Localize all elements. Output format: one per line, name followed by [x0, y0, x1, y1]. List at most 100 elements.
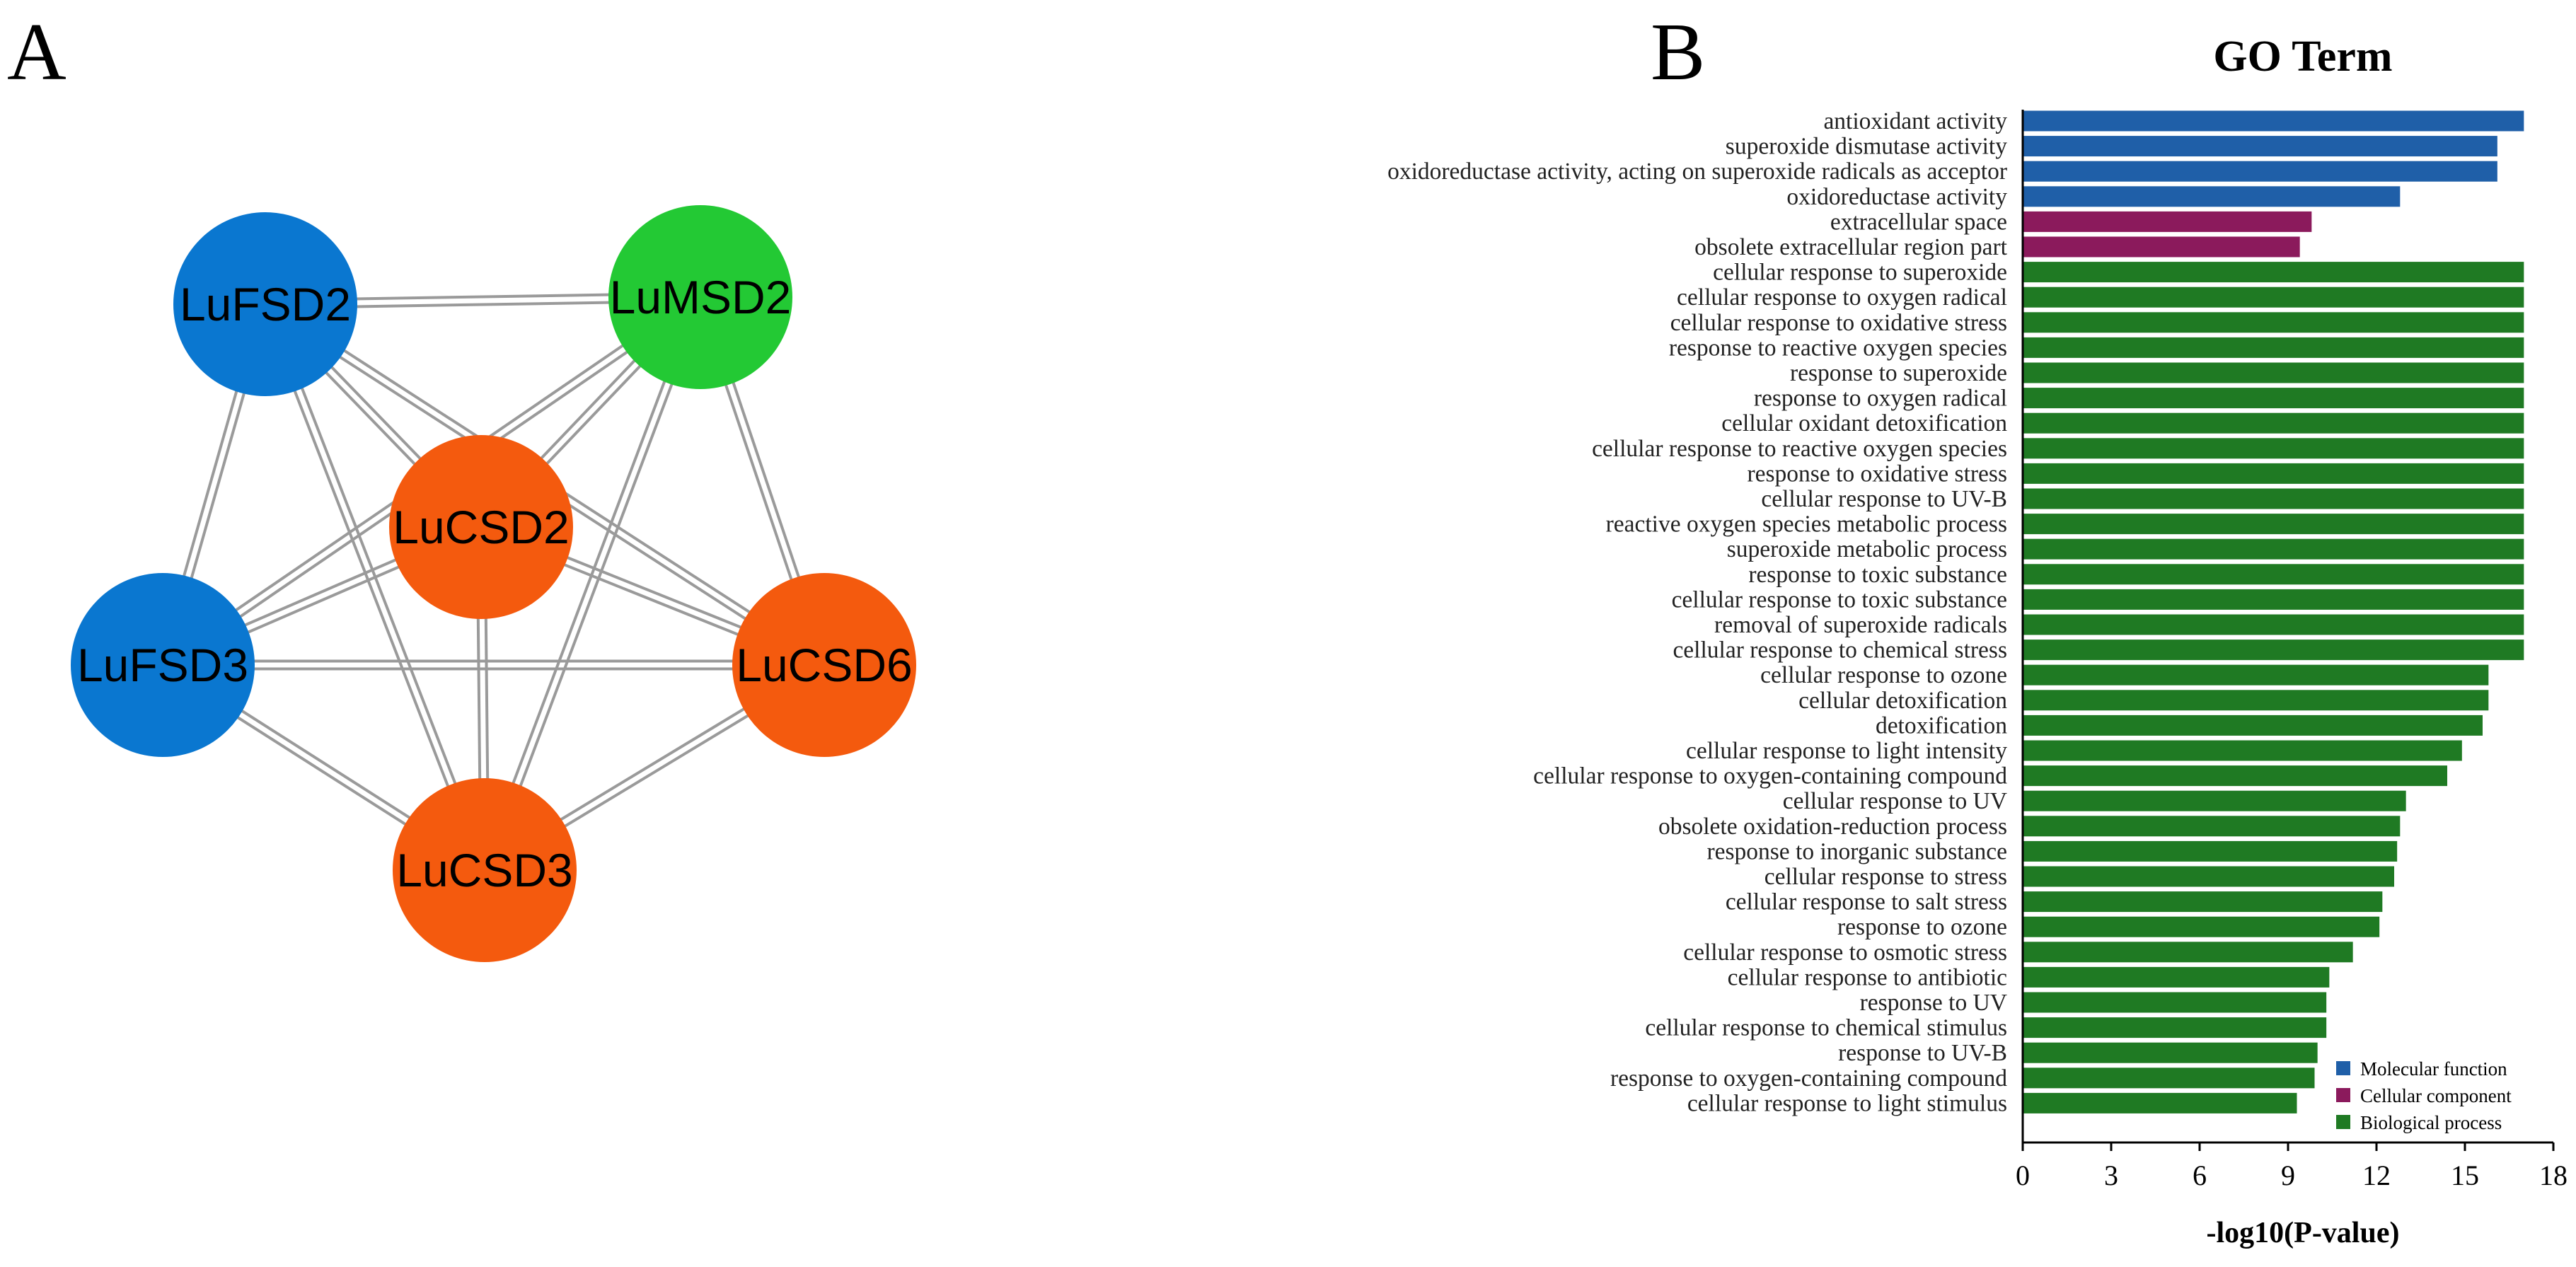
edge-line	[487, 298, 706, 872]
term-label: cellular response to oxidative stress	[1670, 310, 2007, 336]
node-label: LuCSD2	[393, 501, 569, 553]
bar-7	[2023, 287, 2524, 308]
x-tick-label: 3	[2104, 1159, 2118, 1191]
node-label: LuFSD3	[77, 639, 248, 691]
node-lumsd2: LuMSD2	[608, 205, 792, 389]
node-label: LuCSD3	[396, 844, 572, 896]
term-label: response to oxygen radical	[1754, 386, 2007, 412]
term-label: cellular response to UV-B	[1761, 486, 2007, 512]
bar-36	[2023, 1017, 2327, 1039]
bar-24	[2023, 715, 2483, 736]
term-label: cellular response to ozone	[1760, 662, 2007, 688]
node-circle	[173, 212, 357, 396]
term-label: cellular response to reactive oxygen spe…	[1592, 436, 2007, 462]
bar-9	[2023, 337, 2524, 358]
edge-LuFSD2-LuCSD3	[260, 302, 490, 872]
x-tick-label: 0	[2016, 1159, 2030, 1191]
bar-6	[2023, 262, 2524, 283]
bar-34	[2023, 966, 2330, 988]
bar-26	[2023, 765, 2447, 787]
x-tick-label: 9	[2281, 1159, 2295, 1191]
term-label: cellular detoxification	[1798, 688, 2007, 714]
bar-32	[2023, 916, 2380, 937]
x-tick-label: 15	[2451, 1159, 2479, 1191]
legend-swatch	[2336, 1088, 2350, 1102]
x-tick-label: 18	[2539, 1159, 2568, 1191]
bar-18	[2023, 564, 2524, 585]
term-label: superoxide dismutase activity	[1726, 134, 2007, 160]
term-label: superoxide metabolic process	[1727, 536, 2007, 562]
bar-0	[2023, 110, 2524, 132]
bar-5	[2023, 236, 2300, 258]
bar-28	[2023, 816, 2401, 837]
bar-3	[2023, 186, 2401, 207]
term-label: cellular response to superoxide	[1713, 260, 2007, 286]
bar-30	[2023, 866, 2394, 887]
edge-LuFSD3-LuCSD6	[163, 659, 824, 671]
term-label: removal of superoxide radicals	[1714, 612, 2007, 638]
legend-item: Biological process	[2336, 1112, 2502, 1133]
term-label: response to ozone	[1837, 914, 2007, 940]
term-label: response to reactive oxygen species	[1669, 335, 2007, 361]
bar-19	[2023, 589, 2524, 610]
bar-22	[2023, 664, 2489, 685]
bar-12	[2023, 412, 2524, 434]
bar-2	[2023, 161, 2497, 182]
legend-label: Molecular function	[2360, 1058, 2507, 1080]
term-label: response to UV	[1860, 990, 2007, 1016]
term-label: cellular response to chemical stimulus	[1645, 1015, 2007, 1041]
bar-33	[2023, 942, 2353, 963]
term-label: cellular response to chemical stress	[1673, 637, 2007, 664]
term-label: cellular response to osmotic stress	[1683, 939, 2007, 966]
term-label: cellular response to toxic substance	[1672, 586, 2007, 613]
node-label: LuFSD2	[180, 278, 351, 330]
chart-title: GO Term	[2213, 33, 2392, 81]
legend-label: Biological process	[2360, 1112, 2502, 1133]
x-axis-label: -log10(P-value)	[2207, 1217, 2400, 1249]
bar-series	[2023, 110, 2524, 1113]
bar-11	[2023, 388, 2524, 409]
bar-35	[2023, 992, 2327, 1013]
bar-39	[2023, 1092, 2297, 1113]
x-tick-label: 12	[2362, 1159, 2391, 1191]
term-label: cellular response to light stimulus	[1687, 1090, 2007, 1116]
bar-4	[2023, 211, 2312, 232]
bar-31	[2023, 891, 2383, 913]
term-label: response to oxygen-containing compound	[1610, 1065, 2007, 1092]
node-lufsd2: LuFSD2	[173, 212, 357, 396]
node-lucsd2: LuCSD2	[389, 435, 573, 619]
bar-29	[2023, 840, 2398, 862]
node-lufsd3: LuFSD3	[71, 573, 255, 757]
term-label: obsolete oxidation-reduction process	[1658, 814, 2007, 840]
legend-swatch	[2336, 1115, 2350, 1129]
term-label: response to oxidative stress	[1747, 461, 2007, 487]
bar-15	[2023, 488, 2524, 509]
term-label: oxidoreductase activity, acting on super…	[1387, 158, 2007, 185]
term-label: cellular response to antibiotic	[1728, 964, 2007, 990]
bar-17	[2023, 538, 2524, 560]
node-label: LuMSD2	[610, 271, 792, 323]
term-label: response to toxic substance	[1748, 562, 2007, 588]
term-label: antioxidant activity	[1823, 108, 2007, 134]
node-circle	[608, 205, 792, 389]
bar-37	[2023, 1042, 2318, 1063]
legend-item: Molecular function	[2336, 1058, 2507, 1080]
edge-line	[479, 295, 698, 869]
term-label: response to UV-B	[1838, 1040, 2007, 1066]
panel-a-letter: A	[7, 7, 67, 98]
bar-8	[2023, 312, 2524, 333]
term-label: response to inorganic substance	[1706, 838, 2007, 864]
bar-27	[2023, 790, 2406, 811]
bar-21	[2023, 640, 2524, 661]
term-label: cellular response to UV	[1783, 788, 2007, 814]
term-label: cellular response to salt stress	[1726, 889, 2007, 915]
bar-10	[2023, 362, 2524, 383]
legend-swatch	[2336, 1061, 2350, 1075]
legend-item: Cellular component	[2336, 1085, 2512, 1106]
